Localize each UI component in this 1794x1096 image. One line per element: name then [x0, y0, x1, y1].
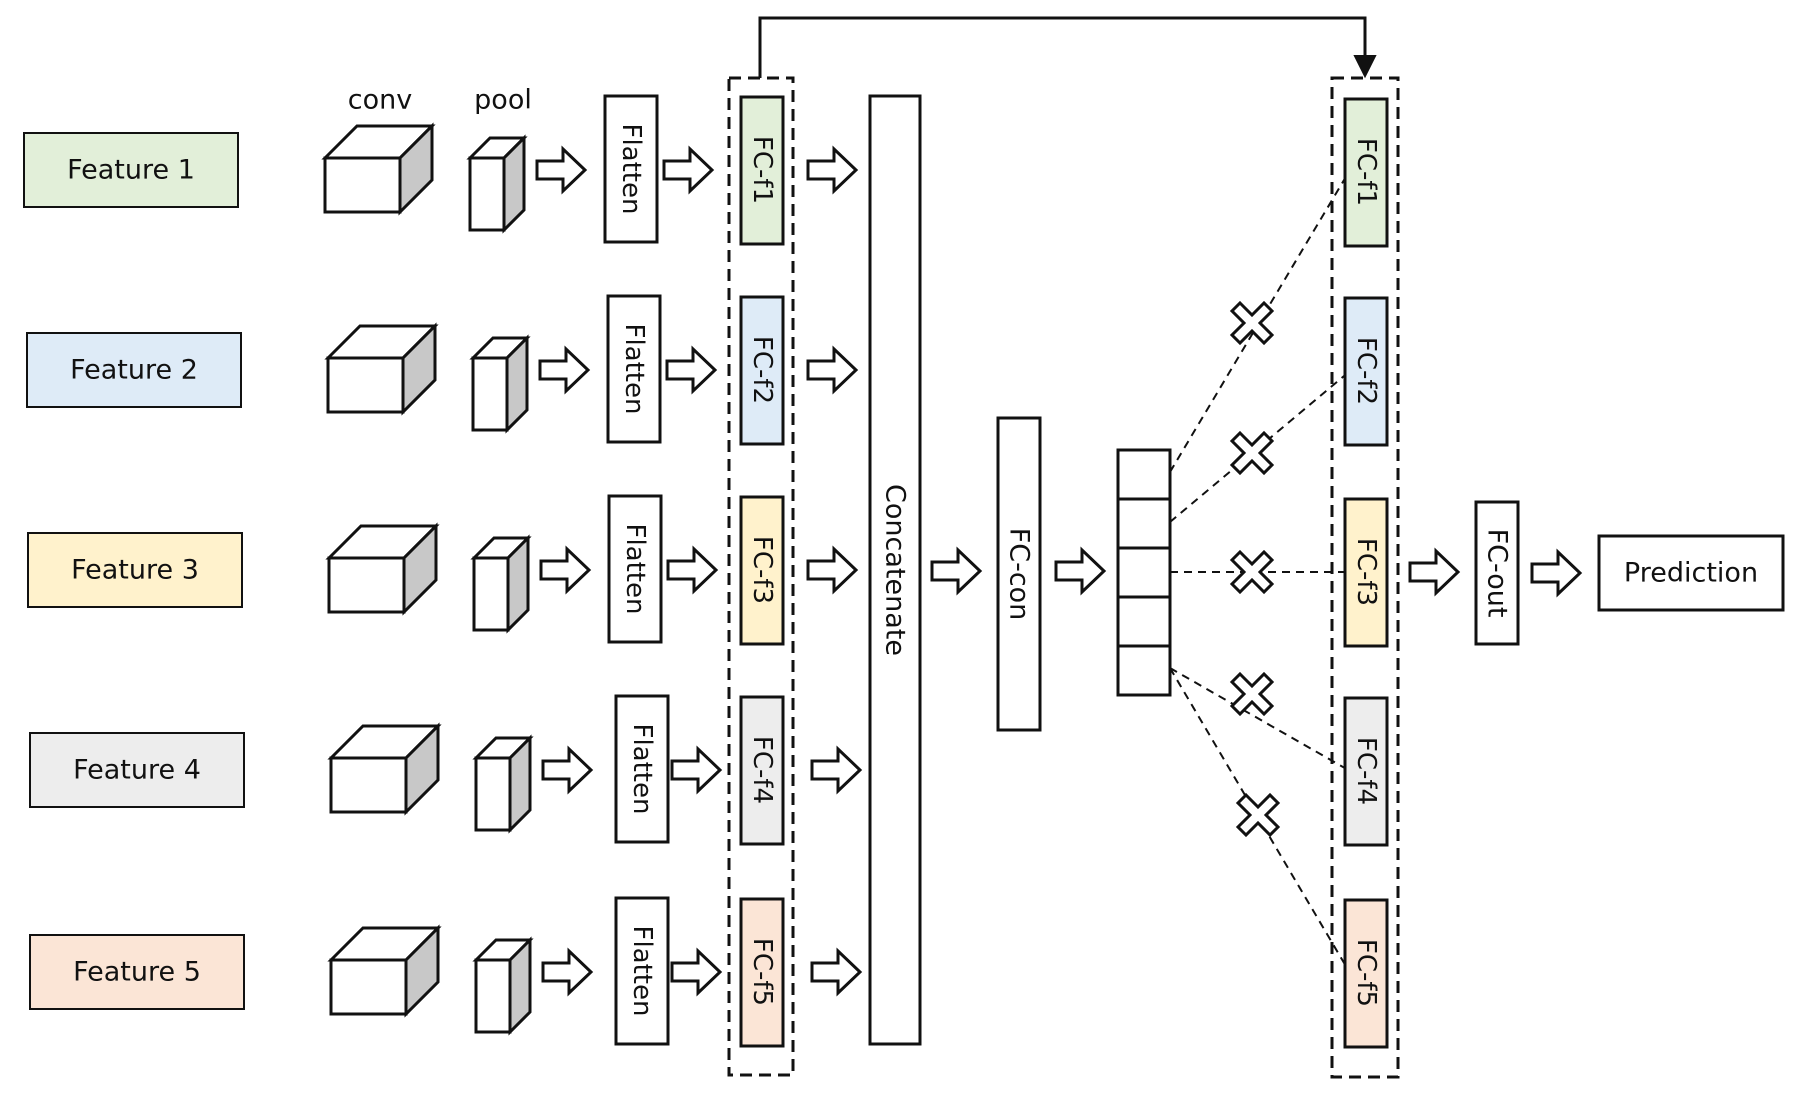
feature-box-5	[29, 934, 245, 1010]
flatten-box-5	[614, 896, 670, 1046]
flatten-label-1: Flatten	[616, 124, 646, 215]
dropout-x-icon-2	[1229, 430, 1275, 476]
fc-right-4	[1343, 696, 1389, 847]
skip-connection-line	[758, 16, 1367, 78]
prediction-box	[1597, 534, 1785, 612]
fc-out-box	[1474, 500, 1520, 646]
fc-left-5	[739, 897, 785, 1048]
arrowhead-icon	[1353, 55, 1377, 79]
fc-right-5	[1343, 898, 1389, 1049]
flatten-label-3: Flatten	[620, 524, 650, 615]
fc-left-label-1: FC-f1	[747, 136, 777, 204]
pool-block-4	[472, 734, 534, 834]
feature-label-3: Feature 3	[71, 555, 199, 586]
fc-con-box	[996, 416, 1042, 732]
feature-label-5: Feature 5	[73, 957, 201, 988]
arrow-pool-flatten-3	[539, 545, 592, 595]
pool-block-2	[469, 334, 531, 434]
arrow-pool-flatten-5	[541, 947, 594, 997]
fc-right-3	[1343, 497, 1389, 648]
concatenate-label: Concatenate	[880, 484, 911, 656]
arrow-flatten-fc-3	[666, 545, 719, 595]
fc-right-1	[1343, 97, 1389, 248]
fc-left-2	[739, 295, 785, 446]
flatten-box-2	[606, 294, 662, 444]
fc-right-label-4: FC-f4	[1351, 737, 1381, 805]
dropout-connection-4	[1169, 667, 1351, 772]
flatten-label-5: Flatten	[627, 926, 657, 1017]
feature-box-2	[26, 332, 242, 408]
conv-block-3	[325, 522, 440, 616]
arrow-fc-concat-1	[806, 145, 859, 195]
fc-right-label-1: FC-f1	[1351, 138, 1381, 206]
dropout-x-icon-4	[1229, 671, 1275, 717]
feature-label-1: Feature 1	[67, 155, 195, 186]
dropout-x-icon-5	[1235, 792, 1281, 838]
fc-left-label-3: FC-f3	[747, 536, 777, 604]
conv-block-2	[324, 322, 439, 416]
neuron-cell-4	[1116, 595, 1172, 648]
fc-left-label-4: FC-f4	[747, 736, 777, 804]
neuron-cell-1	[1116, 448, 1172, 501]
fc-right-label-5: FC-f5	[1351, 939, 1381, 1007]
conv-block-1	[321, 122, 436, 216]
arrow-fc-concat-3	[806, 545, 859, 595]
arrow-flatten-fc-2	[665, 345, 718, 395]
neuron-cell-5	[1116, 644, 1172, 697]
fc-left-3	[739, 495, 785, 646]
fc-con-label: FC-con	[1004, 528, 1035, 621]
dropout-connection-5	[1169, 667, 1351, 974]
arrow-flatten-fc-1	[662, 145, 715, 195]
feature-box-1	[23, 132, 239, 208]
feature-box-4	[29, 732, 245, 808]
fc-right-2	[1343, 296, 1389, 447]
arrow-fcout-prediction	[1530, 548, 1583, 598]
neuron-cell-3	[1116, 546, 1172, 599]
arrow-flatten-fc-4	[670, 745, 723, 795]
concatenate-box	[868, 94, 922, 1046]
fc-group-left	[727, 76, 795, 1077]
feature-box-3	[27, 532, 243, 608]
pool-block-3	[470, 534, 532, 634]
arrow-pool-flatten-4	[541, 745, 594, 795]
fc-right-label-2: FC-f2	[1351, 337, 1381, 405]
flatten-label-2: Flatten	[619, 324, 649, 415]
fc-left-1	[739, 95, 785, 246]
flatten-label-4: Flatten	[627, 724, 657, 815]
dropout-x-icon-1	[1229, 300, 1275, 346]
arrow-fc-fcout	[1408, 547, 1461, 597]
pool-block-1	[466, 134, 528, 234]
fc-left-4	[739, 695, 785, 846]
flatten-box-1	[603, 94, 659, 244]
pool-label: pool	[474, 85, 532, 116]
dropout-x-icon-3	[1229, 549, 1275, 595]
arrow-fc-concat-4	[810, 745, 863, 795]
flatten-box-4	[614, 694, 670, 844]
arrow-pool-flatten-1	[535, 145, 588, 195]
fc-out-label: FC-out	[1482, 529, 1513, 618]
feature-label-4: Feature 4	[73, 755, 201, 786]
arrow-fc-concat-5	[810, 947, 863, 997]
arrow-pool-flatten-2	[538, 345, 591, 395]
arrow-fc-concat-2	[806, 345, 859, 395]
arrow-fccon-stack	[1054, 546, 1107, 596]
fc-left-label-5: FC-f5	[747, 938, 777, 1006]
arrow-flatten-fc-5	[670, 947, 723, 997]
conv-block-4	[327, 722, 442, 816]
feature-label-2: Feature 2	[70, 355, 198, 386]
neuron-cell-2	[1116, 497, 1172, 550]
flatten-box-3	[607, 494, 663, 644]
arrow-concat-fccon	[930, 546, 983, 596]
prediction-label: Prediction	[1624, 558, 1758, 589]
pool-block-5	[472, 936, 534, 1036]
fc-right-label-3: FC-f3	[1351, 538, 1381, 606]
fc-left-label-2: FC-f2	[747, 336, 777, 404]
conv-label: conv	[348, 85, 412, 116]
conv-block-5	[327, 924, 442, 1018]
